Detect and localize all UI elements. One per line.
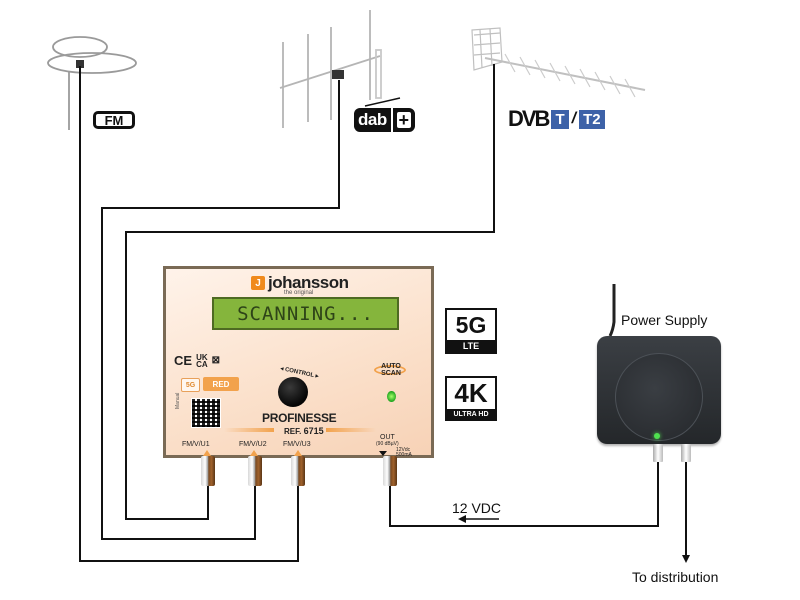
brand-mark-icon: J [251,276,265,290]
product-name: PROFINESSE [262,411,337,425]
autoscan-bottom: SCAN [381,370,401,377]
fm-badge: FM [93,111,135,129]
input-1-label: FM/V/U1 [182,441,210,448]
voltage-arrow-icon [458,515,466,523]
ukca-top: UK [196,352,208,362]
decor-bar-left [224,428,274,432]
qr-code[interactable] [191,398,221,428]
product-ref: REF. 6715 [284,426,324,436]
weee-bin-icon: ⊠ [211,355,221,366]
lcd-display: SCANNING... [212,297,399,330]
autoscan-top: AUTO [381,363,401,370]
power-supply-label: Power Supply [621,312,708,328]
output-indicator-icon [379,451,387,456]
5g-lte-bottom: LTE [447,340,495,352]
dvb-logo-text: DVB [508,106,550,131]
dvb-cable [125,64,495,520]
brand-logo: J johansson [251,273,349,293]
dab-plus-sign: + [396,109,411,130]
decor-bar-right [326,428,376,432]
4k-ultra-hd-badge: 4K ULTRA HD [445,376,497,421]
red-compliant-badge: RED [203,377,239,391]
autoscan-ring-icon [374,365,406,375]
control-knob[interactable] [278,377,308,407]
dab-cable [101,80,340,540]
dab-plus-logo: dab + [354,108,415,132]
input-2-indicator-icon [250,450,258,456]
5g-filter-badge: 5G [181,378,200,392]
output-spec-current: 500mA [396,452,412,458]
ref-number: 6715 [303,426,324,436]
output-connector[interactable] [383,456,397,486]
power-supply-dial [615,353,703,441]
dab-plus-icon: + [392,108,415,132]
status-led [387,391,396,402]
input-2-label: FM/V/U2 [239,441,267,448]
power-cord [608,284,616,337]
power-supply-output-port[interactable] [681,444,691,462]
dvb-slash: / [571,110,577,127]
input-1-indicator-icon [203,450,211,456]
input-3-connector[interactable] [291,456,305,486]
dvb-t2-badge: T2 [579,109,605,129]
input-2-connector[interactable] [248,456,262,486]
amplifier-unit: J johansson the original SCANNING... CE … [163,266,434,458]
dvb-t-t2-logo: DVB T / T2 [508,106,605,132]
output-label: OUT [380,434,395,441]
5g-lte-top: 5G [455,311,487,338]
brand-tagline: the original [284,290,314,296]
manual-label: Manual [175,392,181,409]
power-supply-led [654,433,660,439]
4k-bottom: ULTRA HD [447,409,495,420]
ce-mark-icon: CE [174,353,193,368]
distribution-label: To distribution [632,569,719,585]
distribution-arrow-icon [682,555,690,563]
power-supply-input-port[interactable] [653,444,663,462]
input-3-label: FM/V/U3 [283,441,311,448]
ukca-bottom: CA [196,359,208,369]
output-level: (90 dBµV) [376,441,399,447]
dab-logo-text: dab [354,108,391,132]
input-3-indicator-icon [294,450,302,456]
ref-prefix: REF. [284,427,302,436]
dvb-t-badge: T [551,109,569,129]
output-cable [389,462,659,527]
fm-loop-antenna-icon [47,36,137,130]
brand-name: johansson [268,273,349,292]
output-spec-voltage: 12Vdc [396,447,411,453]
4k-top: 4K [454,378,488,408]
input-1-connector[interactable] [201,456,215,486]
fm-cable [79,66,299,562]
5g-lte-badge: 5G LTE [445,308,497,354]
yagi-antenna-icon [279,10,401,128]
voltage-label: 12 VDC [452,500,502,516]
uhf-antenna-icon [471,27,646,98]
